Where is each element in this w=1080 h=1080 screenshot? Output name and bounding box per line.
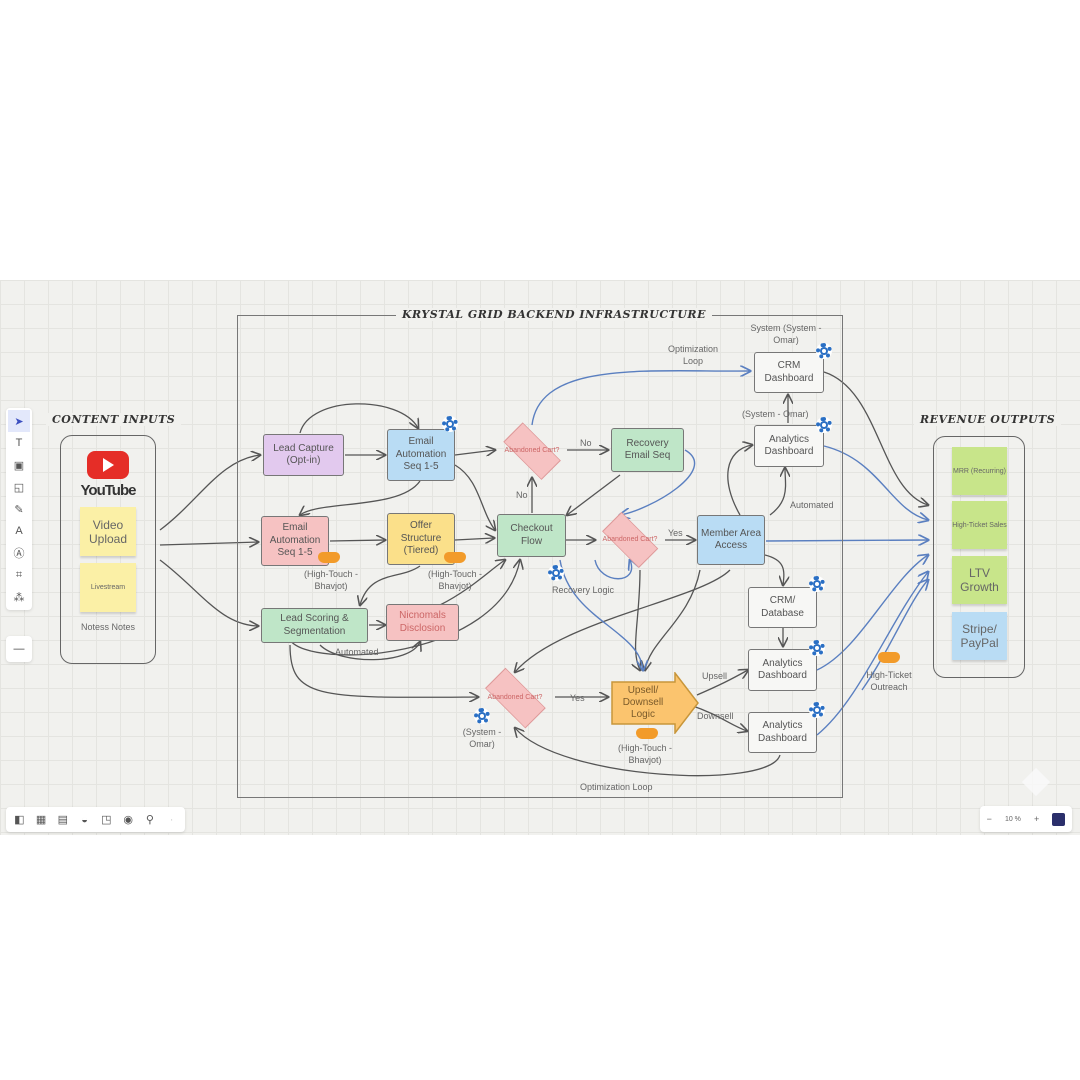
gear-icon bbox=[442, 416, 458, 432]
label-system-omar: (System - Omar) bbox=[462, 727, 502, 749]
node-offer-structure[interactable]: Offer Structure (Tiered) bbox=[387, 513, 455, 565]
node-analytics-dashboard-3[interactable]: Analytics Dashboard bbox=[748, 712, 817, 753]
node-nicnomals-disclosion[interactable]: Nicnomals Disclosion bbox=[386, 604, 459, 641]
stencil-tool-icon[interactable]: Ⓐ bbox=[13, 548, 25, 560]
label-no: No bbox=[516, 490, 528, 500]
sticky-high-ticket-sales[interactable]: High-Ticket Sales bbox=[952, 501, 1007, 549]
gear-icon bbox=[809, 576, 825, 592]
sticky-ltv-growth[interactable]: LTV Growth bbox=[952, 556, 1007, 604]
image-tool-icon[interactable]: ▣ bbox=[13, 459, 25, 472]
node-upsell-downsell-logic[interactable]: Upsell/ Downsell Logic bbox=[610, 672, 700, 734]
sticky-note-tool-icon[interactable]: ◱ bbox=[13, 481, 25, 494]
label-system-top: System (System - Omar) bbox=[750, 323, 822, 345]
apps-tool-icon[interactable]: ⁂ bbox=[13, 591, 25, 604]
text-tool-icon[interactable]: T bbox=[15, 437, 23, 449]
idea-icon[interactable]: ⚲ bbox=[145, 814, 154, 826]
chat-icon[interactable]: ◳ bbox=[101, 814, 112, 826]
label-optimization-loop-top: Optimization Loop bbox=[667, 344, 719, 366]
zoom-level[interactable]: 10 % bbox=[1004, 815, 1021, 823]
left-toolbar: ➤ T ▣ ◱ ✎ A Ⓐ ⌗ ⁂ bbox=[6, 408, 32, 610]
more-icon[interactable]: · bbox=[169, 813, 174, 826]
label-yes: Yes bbox=[668, 528, 683, 538]
node-analytics-dashboard-2[interactable]: Analytics Dashboard bbox=[748, 649, 817, 691]
handshake-icon bbox=[318, 552, 340, 563]
shape-tool-icon[interactable]: A bbox=[15, 525, 23, 537]
content-inputs-title: CONTENT INPUTS bbox=[46, 413, 182, 426]
node-crm-database[interactable]: CRM/ Database bbox=[748, 587, 817, 628]
node-crm-dashboard[interactable]: CRM Dashboard bbox=[754, 352, 824, 393]
label-downsell: Downsell bbox=[697, 711, 734, 721]
timer-icon[interactable]: ◉ bbox=[123, 814, 133, 826]
label-high-touch: (High-Touch - Bhavjot) bbox=[427, 569, 483, 591]
whiteboard-canvas[interactable]: KRYSTAL GRID BACKEND INFRASTRUCTURE CONT… bbox=[0, 280, 1080, 835]
gear-icon bbox=[809, 702, 825, 718]
frame-tool-icon[interactable]: ⌗ bbox=[15, 568, 23, 581]
decision-abandoned-cart-3[interactable]: Abandoned Cart? bbox=[476, 671, 554, 725]
zoom-control: − 10 % + bbox=[980, 806, 1072, 832]
node-email-automation-1[interactable]: Email Automation Seq 1-5 bbox=[387, 429, 455, 481]
gear-icon bbox=[548, 565, 564, 581]
sticky-stripe-paypal[interactable]: Stripe/ PayPal bbox=[952, 612, 1007, 660]
node-lead-capture[interactable]: Lead Capture (Opt-in) bbox=[263, 434, 344, 476]
connector-layer bbox=[159, 280, 1080, 777]
label-high-touch: (High-Touch - Bhavjot) bbox=[303, 569, 359, 591]
panel-icon[interactable]: ◧ bbox=[14, 814, 25, 826]
gear-icon bbox=[474, 708, 490, 724]
label-system-omar: (System - Omar) bbox=[742, 409, 809, 419]
template-icon[interactable]: ▤ bbox=[57, 814, 69, 826]
node-recovery-email-seq[interactable]: Recovery Email Seq bbox=[611, 428, 684, 472]
frame-title: KRYSTAL GRID BACKEND INFRASTRUCTURE bbox=[396, 308, 712, 321]
node-checkout-flow[interactable]: Checkout Flow bbox=[497, 514, 566, 557]
youtube-icon bbox=[87, 451, 129, 479]
label-high-ticket-outreach: High-Ticket Outreach bbox=[866, 670, 912, 692]
pen-tool-icon[interactable]: ✎ bbox=[14, 503, 24, 516]
notes-label: Notess Notes bbox=[80, 622, 136, 632]
handshake-icon bbox=[444, 552, 466, 563]
gear-icon bbox=[816, 343, 832, 359]
select-tool-icon[interactable]: ➤ bbox=[8, 410, 30, 432]
revenue-outputs-title: REVENUE OUTPUTS bbox=[914, 413, 1062, 426]
content-inputs-container[interactable] bbox=[60, 435, 156, 664]
node-analytics-dashboard-1[interactable]: Analytics Dashboard bbox=[754, 425, 824, 467]
sticky-livestream[interactable]: Livestream bbox=[80, 563, 136, 612]
node-lead-scoring[interactable]: Lead Scoring & Segmentation bbox=[261, 608, 368, 643]
node-member-area-access[interactable]: Member Area Access bbox=[697, 515, 765, 565]
decision-abandoned-cart-2[interactable]: Abandoned Cart? bbox=[594, 514, 666, 566]
bottom-toolbar: ◧ ▦ ▤ ◒ ◳ ◉ ⚲ · bbox=[6, 807, 185, 832]
youtube-logo-text: YouTube bbox=[80, 482, 137, 499]
handshake-icon bbox=[878, 652, 900, 663]
zoom-out-button[interactable]: − bbox=[986, 814, 992, 824]
grid-icon[interactable]: ▦ bbox=[35, 814, 47, 826]
revenue-outputs-container[interactable] bbox=[933, 436, 1025, 678]
decision-abandoned-cart-1[interactable]: Abandoned Cart? bbox=[495, 425, 569, 477]
label-upsell: Upsell bbox=[702, 671, 728, 681]
label-automated: Automated bbox=[790, 500, 834, 510]
more-tools-button[interactable]: — bbox=[6, 636, 32, 662]
handshake-icon bbox=[636, 728, 658, 739]
label-no: No bbox=[580, 438, 592, 448]
comment-icon[interactable]: ◒ bbox=[81, 813, 88, 826]
label-recovery-logic: Recovery Logic bbox=[552, 585, 615, 595]
node-email-automation-2[interactable]: Email Automation Seq 1-5 bbox=[261, 516, 329, 566]
label-high-touch: (High-Touch - Bhavjot) bbox=[617, 743, 673, 765]
gear-icon bbox=[816, 417, 832, 433]
sticky-video-upload[interactable]: Video Upload bbox=[80, 507, 136, 556]
help-icon[interactable] bbox=[1052, 812, 1066, 826]
zoom-in-button[interactable]: + bbox=[1034, 814, 1040, 824]
label-optimization-loop-bottom: Optimization Loop bbox=[580, 782, 653, 792]
label-yes: Yes bbox=[570, 693, 585, 703]
gear-icon bbox=[809, 640, 825, 656]
sticky-mrr[interactable]: MRR (Recurring) bbox=[952, 447, 1007, 495]
label-automated: Automated bbox=[335, 647, 379, 657]
